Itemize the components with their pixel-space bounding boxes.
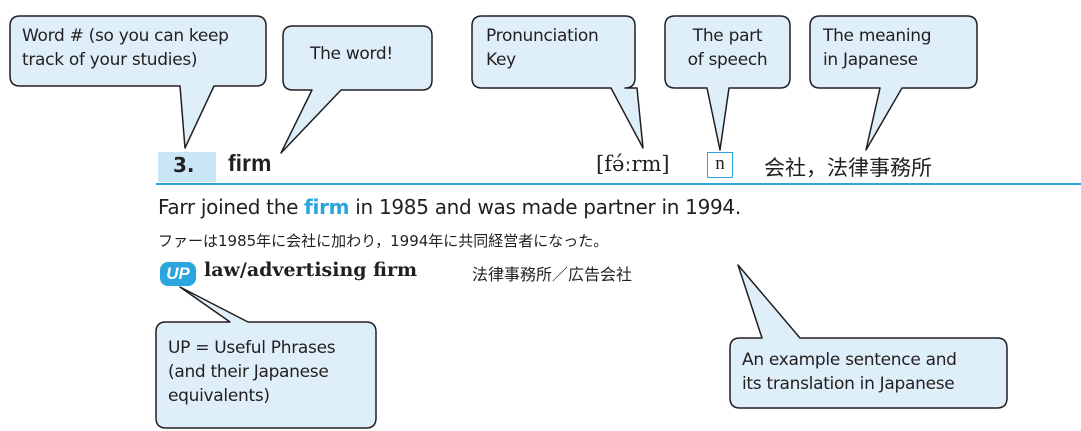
pronunciation: [fə́ːrm]	[596, 152, 670, 176]
useful-phrase: law/advertising firm	[204, 259, 418, 281]
callout-word-number	[9, 15, 267, 149]
word-number-band	[158, 152, 216, 182]
part-of-speech-badge: n	[707, 152, 733, 178]
word-number: 3.	[173, 153, 195, 177]
callout-example-sentence-text: An example sentence and its translation …	[742, 350, 957, 394]
sentence-translation: ファーは1985年に会社に加わり，1994年に共同経営者になった。	[158, 232, 609, 250]
callout-part-of-speech	[664, 15, 791, 151]
headword: firm	[228, 150, 272, 176]
example-sentence: Farr joined the firm in 1985 and was mad…	[158, 195, 741, 219]
useful-phrase-japanese: 法律事務所／広告会社	[472, 265, 633, 284]
callout-pronunciation	[471, 15, 644, 149]
japanese-meaning: 会社，法律事務所	[764, 156, 932, 180]
callout-pronunciation-text: Pronunciation Key	[486, 26, 599, 70]
callout-the-word-text: The word!	[310, 44, 393, 64]
up-badge: UP	[160, 262, 196, 286]
callout-useful-phrases-text: UP = Useful Phrases (and their Japanese …	[168, 338, 336, 406]
callout-example-sentence	[729, 264, 1008, 409]
callout-part-of-speech-text: The part of speech	[687, 26, 768, 70]
callout-meaning	[809, 15, 978, 151]
sentence-highlight: firm	[304, 195, 350, 219]
entry-divider	[156, 183, 1081, 185]
callout-word-number-text: Word # (so you can keep track of your st…	[22, 26, 229, 70]
sentence-before: Farr joined the	[158, 195, 305, 219]
callout-meaning-text: The meaning in Japanese	[823, 26, 932, 70]
sentence-after: in 1985 and was made partner in 1994.	[349, 195, 741, 219]
callout-the-word	[280, 25, 433, 154]
callout-useful-phrases	[155, 286, 377, 429]
